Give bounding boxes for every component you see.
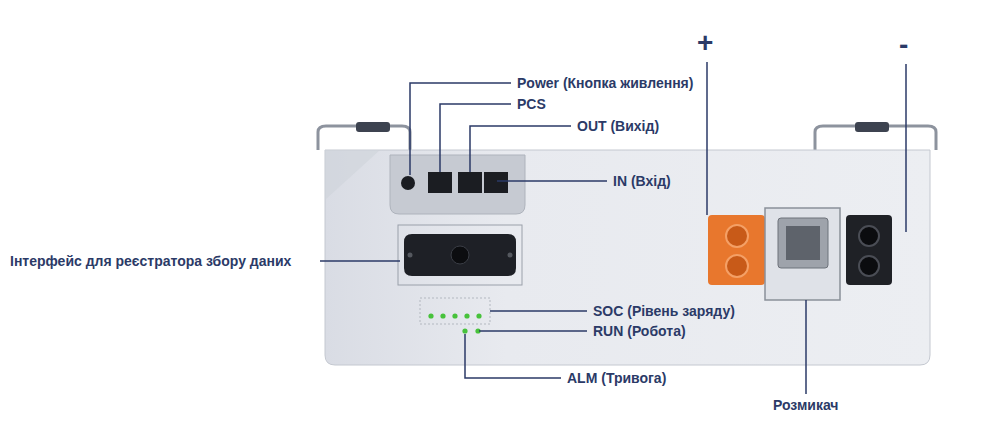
- positive-terminal: [708, 215, 765, 285]
- power-button: [401, 176, 415, 190]
- in-port: [484, 172, 508, 193]
- breaker-lever: [786, 226, 820, 260]
- port-label: IN (Вхід): [613, 172, 671, 190]
- logger-socket: [451, 246, 469, 264]
- terminal-socket: [726, 225, 748, 247]
- part-label: Розмикач: [773, 396, 839, 414]
- terminal-socket: [859, 256, 879, 276]
- handle-grip: [855, 122, 889, 132]
- port-label: PCS: [517, 95, 546, 113]
- screw: [408, 253, 413, 258]
- leader-lines: [320, 62, 906, 394]
- port-label: OUT (Вихід): [577, 117, 659, 135]
- led-dots: [428, 313, 481, 333]
- terminal-socket: [726, 255, 748, 277]
- indicator-label: ALM (Тривога): [567, 369, 666, 387]
- battery-body: [325, 150, 930, 365]
- polarity-sign: -: [899, 30, 908, 60]
- screw: [508, 253, 513, 258]
- shadow: [325, 150, 380, 200]
- negative-terminal: [846, 215, 892, 285]
- breaker: [765, 208, 840, 300]
- terminal-socket: [859, 226, 879, 246]
- polarity-sign: +: [697, 28, 713, 58]
- interface-label: Інтерфейс для реєстратора збору даних: [10, 252, 291, 270]
- indicator-label: RUN (Робота): [593, 322, 686, 340]
- logger-frame: [398, 225, 522, 285]
- indicator-label: SOC (Рівень заряду): [593, 302, 735, 320]
- out-port: [458, 172, 482, 193]
- led-frame: [420, 298, 490, 324]
- handle-grip: [356, 122, 390, 132]
- logger-port: [404, 234, 516, 276]
- pcs-port: [428, 172, 452, 193]
- breaker-switch: [778, 218, 828, 268]
- port-label: Power (Кнопка живлення): [517, 74, 693, 92]
